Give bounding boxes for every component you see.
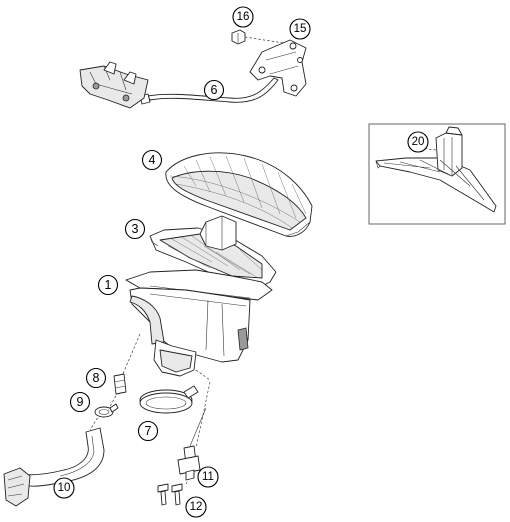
callout-10-label: 10 xyxy=(58,482,71,494)
part-10-drain-hose xyxy=(3,427,105,507)
callout-4: 4 xyxy=(141,149,163,171)
callout-9-label: 9 xyxy=(77,395,84,409)
callout-7-label: 7 xyxy=(145,424,152,438)
part-20-funnel xyxy=(375,126,497,213)
inset-frame xyxy=(368,123,506,225)
callout-16: 16 xyxy=(232,6,254,28)
part-6-sensor-block xyxy=(79,61,149,109)
part-16-screw xyxy=(231,29,246,45)
part-3-filter-element xyxy=(149,215,277,291)
callout-9: 9 xyxy=(69,391,91,413)
part-12-screws xyxy=(157,483,183,506)
callout-15: 15 xyxy=(289,18,311,40)
callout-11-label: 11 xyxy=(202,471,214,483)
callout-1-label: 1 xyxy=(105,278,112,292)
callout-3-label: 3 xyxy=(132,222,139,236)
callout-15-label: 15 xyxy=(294,23,307,35)
callout-12: 12 xyxy=(185,496,207,518)
part-4-filter-cover xyxy=(165,152,313,237)
callout-8: 8 xyxy=(85,367,107,389)
part-8-nipple xyxy=(113,373,127,395)
callout-8-label: 8 xyxy=(93,371,100,385)
part-7-large-clamp xyxy=(139,385,199,414)
callout-6-label: 6 xyxy=(211,83,218,97)
part-9-clamp xyxy=(94,403,119,418)
callout-16-label: 16 xyxy=(237,11,250,23)
part-1-airbox xyxy=(125,269,273,377)
part-15-bracket xyxy=(249,39,307,97)
callout-20: 20 xyxy=(407,131,429,153)
callout-4-label: 4 xyxy=(149,153,156,167)
callout-6: 6 xyxy=(203,79,225,101)
callout-10: 10 xyxy=(53,477,75,499)
callout-1: 1 xyxy=(97,274,119,296)
callout-7: 7 xyxy=(137,420,159,442)
callout-3: 3 xyxy=(124,218,146,240)
part-11-sensor xyxy=(177,407,207,481)
callout-20-label: 20 xyxy=(412,136,425,148)
callout-12-label: 12 xyxy=(190,501,203,513)
callout-11: 11 xyxy=(197,466,219,488)
